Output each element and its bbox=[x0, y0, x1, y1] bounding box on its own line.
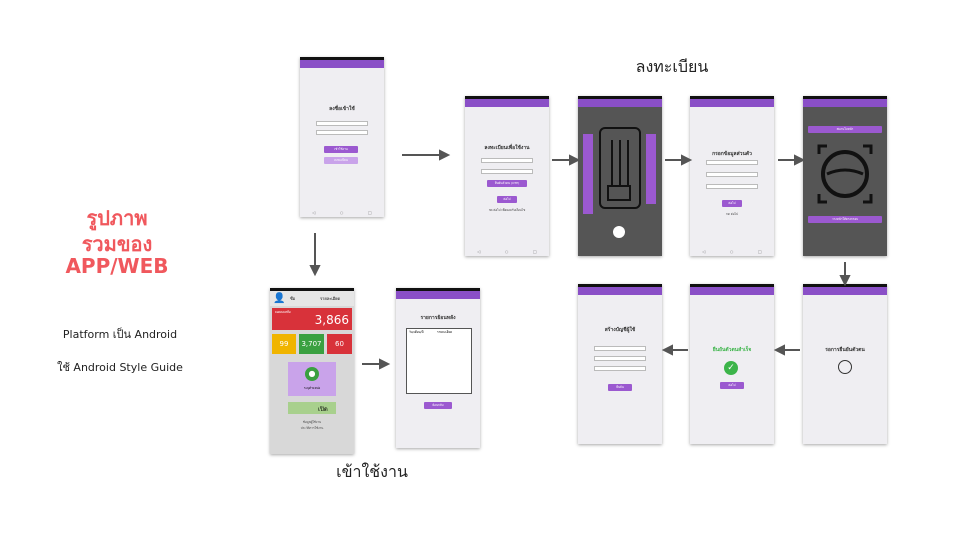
login-title: ลงชื่อเข้าใช้ bbox=[329, 106, 355, 112]
new-password-field[interactable] bbox=[594, 356, 646, 361]
verified-screen: ยืนยันตัวตนสำเร็จ ✓ ต่อไป bbox=[690, 284, 774, 444]
capture-button[interactable] bbox=[613, 226, 625, 238]
collage-title-line1: รูปภาพ bbox=[86, 206, 148, 230]
register-form-title: ลงทะเบียนเพื่อใช้งาน bbox=[484, 145, 530, 151]
history-screen: รายการย้อนหลัง วัน/เดือน/ปี รายละเอียด ย… bbox=[396, 288, 480, 448]
otp-button[interactable]: ยืนยันตัวตน (OTP) bbox=[487, 180, 527, 187]
dashboard-screen: 👤 ชื่อ รายละเอียด ยอดคงเหลือ 3,866 99 3,… bbox=[270, 288, 354, 454]
loading-icon bbox=[838, 360, 852, 374]
id-card-icon bbox=[599, 127, 641, 209]
verifying-title: รอการยืนยันตัวตน bbox=[825, 347, 865, 353]
personal-info-screen: กรอกข้อมูลส่วนตัว ต่อไป กด ต่อไป ◁○□ bbox=[690, 96, 774, 256]
balance-panel: ยอดคงเหลือ 3,866 bbox=[272, 308, 352, 330]
personal-note: กด ต่อไป bbox=[726, 212, 738, 216]
create-account-confirm-button[interactable]: ยืนยัน bbox=[608, 384, 632, 391]
verifying-screen: รอการยืนยันตัวตน bbox=[803, 284, 887, 444]
login-screen: ลงชื่อเข้าใช้ เข้าใช้งาน ลงทะเบียน ◁○□ bbox=[300, 57, 384, 217]
fullname-field[interactable] bbox=[706, 160, 758, 165]
location-label: ระบุตำแหน่ง bbox=[303, 386, 321, 390]
menu-label[interactable]: รายละเอียด bbox=[320, 296, 341, 301]
location-tile[interactable]: ● ระบุตำแหน่ง bbox=[288, 362, 336, 396]
id-card-screen bbox=[578, 96, 662, 256]
create-account-screen: สร้างบัญชีผู้ใช้ ยืนยัน bbox=[578, 284, 662, 444]
history-col-detail: รายละเอียด bbox=[437, 330, 453, 334]
platform-note: Platform เป็น Android bbox=[62, 328, 178, 341]
id-front-label bbox=[583, 134, 593, 214]
create-account-title: สร้างบัญชีผู้ใช้ bbox=[604, 327, 636, 333]
face-scan-label: สแกนใบหน้า bbox=[808, 126, 882, 133]
stat-green: 3,707 bbox=[299, 334, 324, 354]
user-icon: 👤 bbox=[273, 293, 286, 304]
balance-value: 3,866 bbox=[314, 313, 349, 327]
dashboard-header: 👤 ชื่อ รายละเอียด bbox=[270, 291, 354, 306]
face-align-label: วางหน้าให้ตรงกรอบ bbox=[808, 216, 882, 223]
verified-title: ยืนยันตัวตนสำเร็จ bbox=[712, 347, 752, 353]
stat-yellow: 99 bbox=[272, 334, 296, 354]
password-field[interactable] bbox=[316, 130, 368, 135]
confirm-password-field[interactable] bbox=[594, 366, 646, 371]
dashboard-footer-2[interactable]: ประวัติการใช้งาน bbox=[300, 426, 324, 430]
collage-title-line3: APP/WEB bbox=[65, 254, 169, 278]
user-name: ชื่อ bbox=[290, 296, 296, 301]
balance-label: ยอดคงเหลือ bbox=[275, 310, 291, 314]
history-back-button[interactable]: ย้อนกลับ bbox=[424, 402, 452, 409]
username-field[interactable] bbox=[316, 121, 368, 126]
check-icon: ✓ bbox=[724, 361, 738, 375]
stat-red: 60 bbox=[327, 334, 352, 354]
history-col-date: วัน/เดือน/ปี bbox=[409, 330, 424, 334]
personal-next-button[interactable]: ต่อไป bbox=[722, 200, 742, 207]
register-next-button[interactable]: ต่อไป bbox=[497, 196, 517, 203]
register-button[interactable]: ลงทะเบียน bbox=[324, 157, 358, 164]
register-heading: ลงทะเบียน bbox=[635, 57, 709, 76]
register-form-screen: ลงทะเบียนเพื่อใช้งาน ยืนยันตัวตน (OTP) ต… bbox=[465, 96, 549, 256]
collage-title-line2: รวมของ bbox=[81, 232, 153, 256]
id-back-label bbox=[646, 134, 656, 204]
new-username-field[interactable] bbox=[594, 346, 646, 351]
address-field[interactable] bbox=[706, 184, 758, 189]
verified-next-button[interactable]: ต่อไป bbox=[720, 382, 744, 389]
phone-field[interactable] bbox=[481, 158, 533, 163]
toggle-label: เปิด bbox=[318, 406, 328, 413]
toggle-row[interactable]: เปิด bbox=[288, 402, 336, 414]
login-button[interactable]: เข้าใช้งาน bbox=[324, 146, 358, 153]
id-field[interactable] bbox=[481, 169, 533, 174]
style-guide-note: ใช้ Android Style Guide bbox=[57, 361, 183, 374]
history-table: วัน/เดือน/ปี รายละเอียด bbox=[406, 328, 472, 394]
register-note: กด ต่อไป เพื่อยอมรับเงื่อนไข bbox=[488, 208, 526, 212]
face-frame-icon bbox=[817, 144, 873, 204]
usage-heading: เข้าใช้งาน bbox=[336, 462, 408, 481]
personal-info-title: กรอกข้อมูลส่วนตัว bbox=[712, 151, 752, 157]
dob-field[interactable] bbox=[706, 172, 758, 177]
location-pin-icon: ● bbox=[305, 367, 319, 381]
face-scan-screen: สแกนใบหน้า วางหน้าให้ตรงกรอบ bbox=[803, 96, 887, 256]
history-title: รายการย้อนหลัง bbox=[420, 315, 456, 321]
dashboard-footer-1[interactable]: ข้อมูลผู้ใช้งาน bbox=[302, 420, 322, 424]
